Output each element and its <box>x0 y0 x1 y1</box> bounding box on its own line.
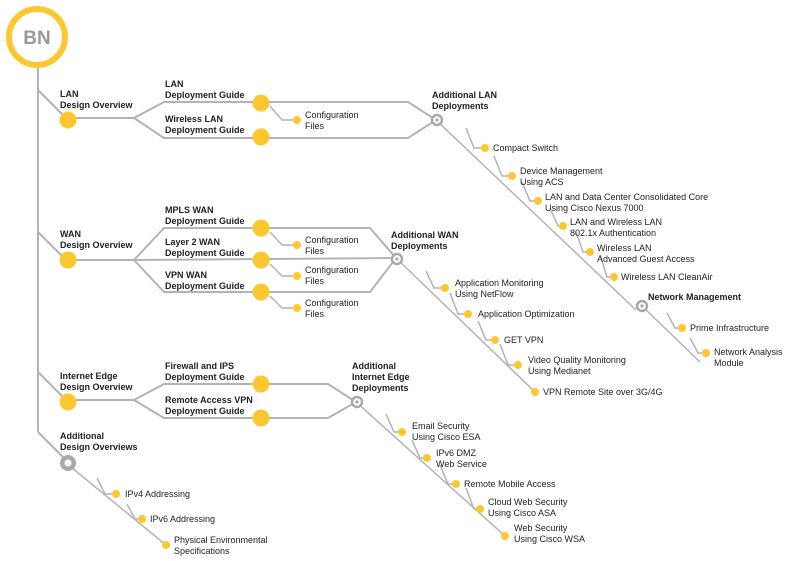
vpn-config-node[interactable] <box>293 304 301 312</box>
design-item-label[interactable]: IPv4 Addressing <box>125 489 190 499</box>
network-management-hub[interactable] <box>635 299 649 313</box>
lan-item-label[interactable]: Wireless LAN CleanAir <box>621 272 713 282</box>
edge-item-node[interactable] <box>452 480 460 488</box>
lan-config-node[interactable] <box>293 116 301 124</box>
edge-overview-node[interactable] <box>59 393 77 411</box>
edge-item-node[interactable] <box>398 428 406 436</box>
edge-item-node[interactable] <box>423 454 431 462</box>
lan-guide-node[interactable] <box>252 94 270 112</box>
wan-item-node[interactable] <box>531 388 539 396</box>
wan-additional-hub[interactable] <box>390 252 404 266</box>
edge-item-node[interactable] <box>476 505 484 513</box>
wireless-lan-guide-node[interactable] <box>252 128 270 146</box>
lan-item-node[interactable] <box>508 172 516 180</box>
lan-additional-hub[interactable] <box>430 113 444 127</box>
lan-item-label[interactable]: Compact Switch <box>493 143 558 153</box>
wan-item-label[interactable]: Application Optimization <box>478 309 575 319</box>
lan-item-node[interactable] <box>586 248 594 256</box>
wan-item-label[interactable]: VPN Remote Site over 3G/4G <box>543 387 663 397</box>
vpn-wan-guide-node[interactable] <box>252 283 270 301</box>
wan-item-node[interactable] <box>514 361 522 369</box>
mpls-wan-guide-node[interactable] <box>252 219 270 237</box>
wan-overview-node[interactable] <box>59 251 77 269</box>
firewall-ips-guide-node[interactable] <box>252 375 270 393</box>
nm-item-node[interactable] <box>678 324 686 332</box>
nm-item-label[interactable]: Prime Infrastructure <box>690 323 769 333</box>
lan-item-node[interactable] <box>559 222 567 230</box>
wan-item-label[interactable]: GET VPN <box>504 335 543 345</box>
bn-badge: BN <box>6 6 68 68</box>
design-item-label[interactable]: IPv6 Addressing <box>150 514 215 524</box>
badge-label: BN <box>23 28 50 49</box>
edge-item-node[interactable] <box>501 532 509 540</box>
network-management-label: Network Management <box>648 292 741 302</box>
design-item-node[interactable] <box>162 541 170 549</box>
nodes <box>59 94 710 549</box>
edge-additional-hub[interactable] <box>350 395 364 409</box>
wan-item-node[interactable] <box>464 310 472 318</box>
nm-item-node[interactable] <box>702 349 710 357</box>
wan-item-node[interactable] <box>441 284 449 292</box>
design-item-node[interactable] <box>138 515 146 523</box>
remote-access-vpn-guide-node[interactable] <box>252 409 270 427</box>
lan-item-node[interactable] <box>610 273 618 281</box>
mpls-config-node[interactable] <box>293 241 301 249</box>
design-item-node[interactable] <box>112 490 120 498</box>
edge-item-label[interactable]: Remote Mobile Access <box>464 479 556 489</box>
layer2-config-node[interactable] <box>293 272 301 280</box>
wan-item-node[interactable] <box>491 336 499 344</box>
connector-lines <box>37 60 706 546</box>
lan-item-node[interactable] <box>481 144 489 152</box>
lan-overview-node[interactable] <box>59 111 77 129</box>
design-overviews-hub[interactable] <box>60 455 76 471</box>
layer2-wan-guide-node[interactable] <box>252 251 270 269</box>
lan-item-node[interactable] <box>534 197 542 205</box>
